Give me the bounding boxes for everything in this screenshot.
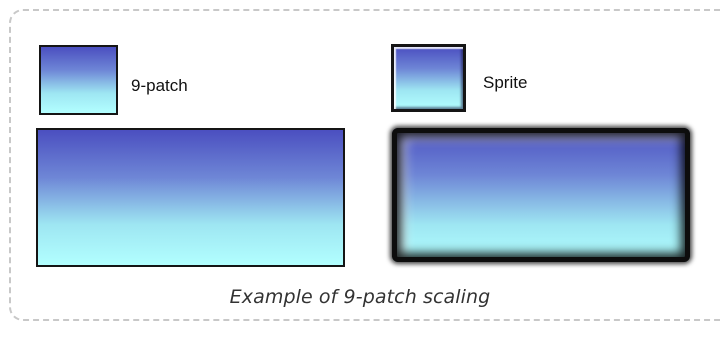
ninepatch-small-button [39, 45, 118, 115]
ninepatch-scaled-button [36, 128, 345, 267]
ninepatch-label: 9-patch [131, 76, 188, 95]
sprite-label: Sprite [483, 73, 528, 92]
sprite-scaled-button [392, 128, 690, 262]
figure-frame [9, 9, 720, 321]
figure-caption: Example of 9-patch scaling [229, 286, 491, 308]
sprite-small-button [391, 44, 466, 112]
